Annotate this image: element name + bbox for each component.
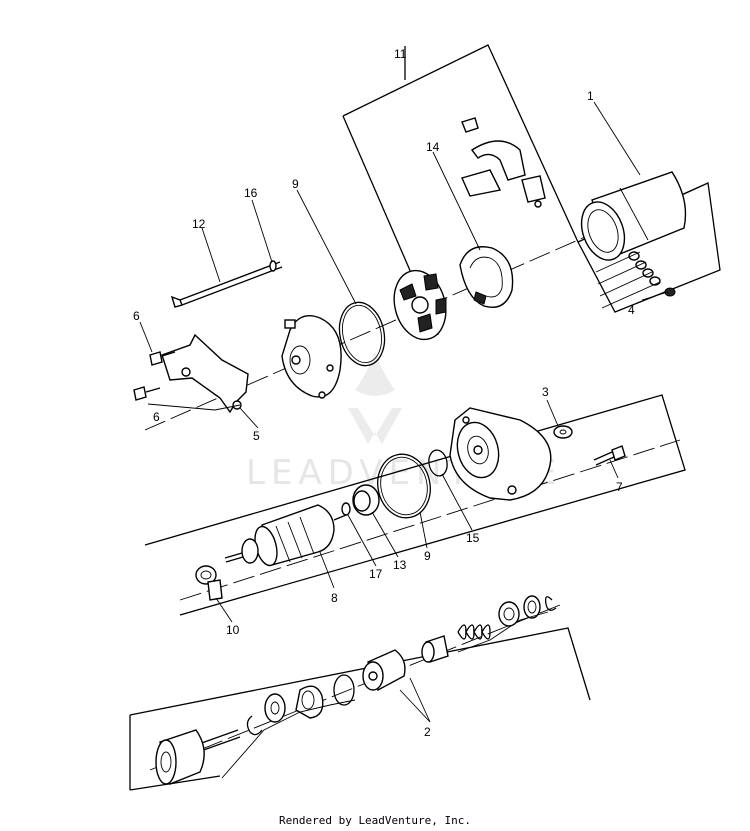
- callout-9-upper: 9: [292, 177, 299, 191]
- part-1-yoke: [580, 171, 687, 309]
- part-12-through-bolt: [170, 261, 283, 308]
- callout-14: 14: [426, 140, 440, 154]
- callout-10: 10: [226, 623, 240, 637]
- part-10-cap: [195, 565, 223, 601]
- callout-8: 8: [331, 591, 338, 605]
- leader-lines: [139, 101, 669, 779]
- part-15-oring: [428, 449, 448, 477]
- part-2-clutch-parts: [155, 595, 557, 785]
- callout-12: 12: [192, 217, 206, 231]
- callout-17: 17: [369, 567, 383, 581]
- part-6-bolts: [133, 351, 176, 401]
- lower-group-frame: [129, 604, 591, 791]
- callout-6-lower: 6: [153, 410, 160, 424]
- part-7-bolt: [593, 445, 626, 466]
- part-14-brush-ring: [459, 246, 514, 308]
- brush-holder-parts: [461, 117, 546, 208]
- callout-6-upper: 6: [133, 309, 140, 323]
- callout-5: 5: [253, 429, 260, 443]
- brush-plate: [393, 269, 447, 341]
- callout-13: 13: [393, 558, 407, 572]
- credit-text: Rendered by LeadVenture, Inc.: [278, 814, 472, 827]
- part-13-bearing: [352, 484, 380, 516]
- middle-group-frame: [144, 394, 686, 616]
- part-3-washer: [553, 425, 573, 439]
- callout-3: 3: [542, 385, 549, 399]
- part-5-bracket: [161, 333, 249, 414]
- part-9-oring-lower: [377, 453, 431, 519]
- callout-15: 15: [466, 531, 480, 545]
- callout-4: 4: [628, 303, 635, 317]
- part-9-oring-upper: [338, 301, 386, 367]
- end-cover: [281, 315, 342, 399]
- front-housing: [449, 407, 552, 501]
- part-17-washer: [341, 502, 351, 516]
- callout-labels: 1 2 3 4 5 6 6 7 8 9 9 10 11 12 13 14 15 …: [133, 47, 635, 739]
- callout-2: 2: [424, 725, 431, 739]
- callout-7: 7: [616, 480, 623, 494]
- callout-1: 1: [587, 89, 594, 103]
- part-16-washer: [269, 260, 277, 272]
- callout-11: 11: [394, 47, 407, 61]
- callout-16: 16: [244, 186, 258, 200]
- part-8-armature: [224, 504, 347, 567]
- callout-9-lower: 9: [424, 549, 431, 563]
